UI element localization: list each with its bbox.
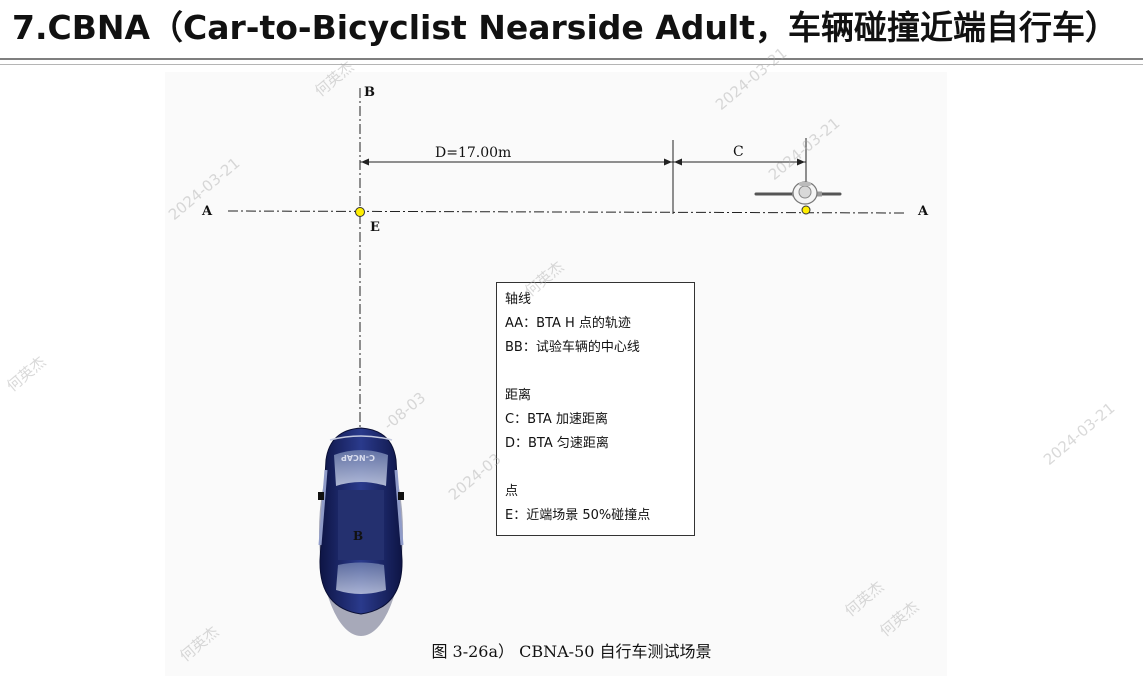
legend-distance-heading: 距离 [505, 388, 532, 403]
car-brand-label: C-NCAP [341, 453, 375, 462]
legend-distance-c: C：BTA 加速距离 [505, 412, 608, 427]
legend-box: 轴线 AA：BTA H 点的轨迹 BB：试验车辆的中心线 距离 C：BTA 加速… [496, 282, 695, 536]
page-title: 7.CBNA（Car-to-Bicyclist Nearside Adult，车… [12, 8, 1118, 47]
legend-spacer [505, 360, 686, 384]
distance-c-arrowhead-right [797, 158, 805, 166]
axis-a-left-label: A [201, 204, 213, 219]
legend-axis-heading: 轴线 [505, 292, 532, 307]
title-divider-thin [0, 64, 1143, 65]
car-axis-b-label: B [353, 529, 363, 543]
collision-point-e [355, 207, 365, 217]
axis-b-top-label: B [364, 85, 375, 100]
bicyclist-h-point [801, 205, 811, 215]
legend-axis-aa: AA：BTA H 点的轨迹 [505, 316, 631, 331]
distance-c-label: C [733, 144, 744, 160]
bicyclist-icon [754, 181, 842, 205]
legend-point-e: E：近端场景 50%碰撞点 [505, 508, 651, 523]
distance-d-arrowhead-left [361, 158, 369, 166]
distance-d-label: D=17.00m [435, 145, 511, 161]
legend-point-heading: 点 [505, 484, 519, 499]
distance-c-arrowhead-left [674, 158, 682, 166]
axis-a-right-label: A [917, 204, 929, 219]
distance-d-arrowhead-right [664, 158, 672, 166]
test-car-icon [318, 427, 404, 636]
legend-distance-d: D：BTA 匀速距离 [505, 436, 609, 451]
legend-axis-bb: BB：试验车辆的中心线 [505, 340, 640, 355]
legend-spacer [505, 456, 686, 480]
point-e-label: E [370, 220, 380, 235]
axis-aa-line [227, 210, 906, 214]
title-divider [0, 58, 1143, 60]
figure-caption: 图 3-26a） CBNA-50 自行车测试场景 [431, 642, 712, 661]
